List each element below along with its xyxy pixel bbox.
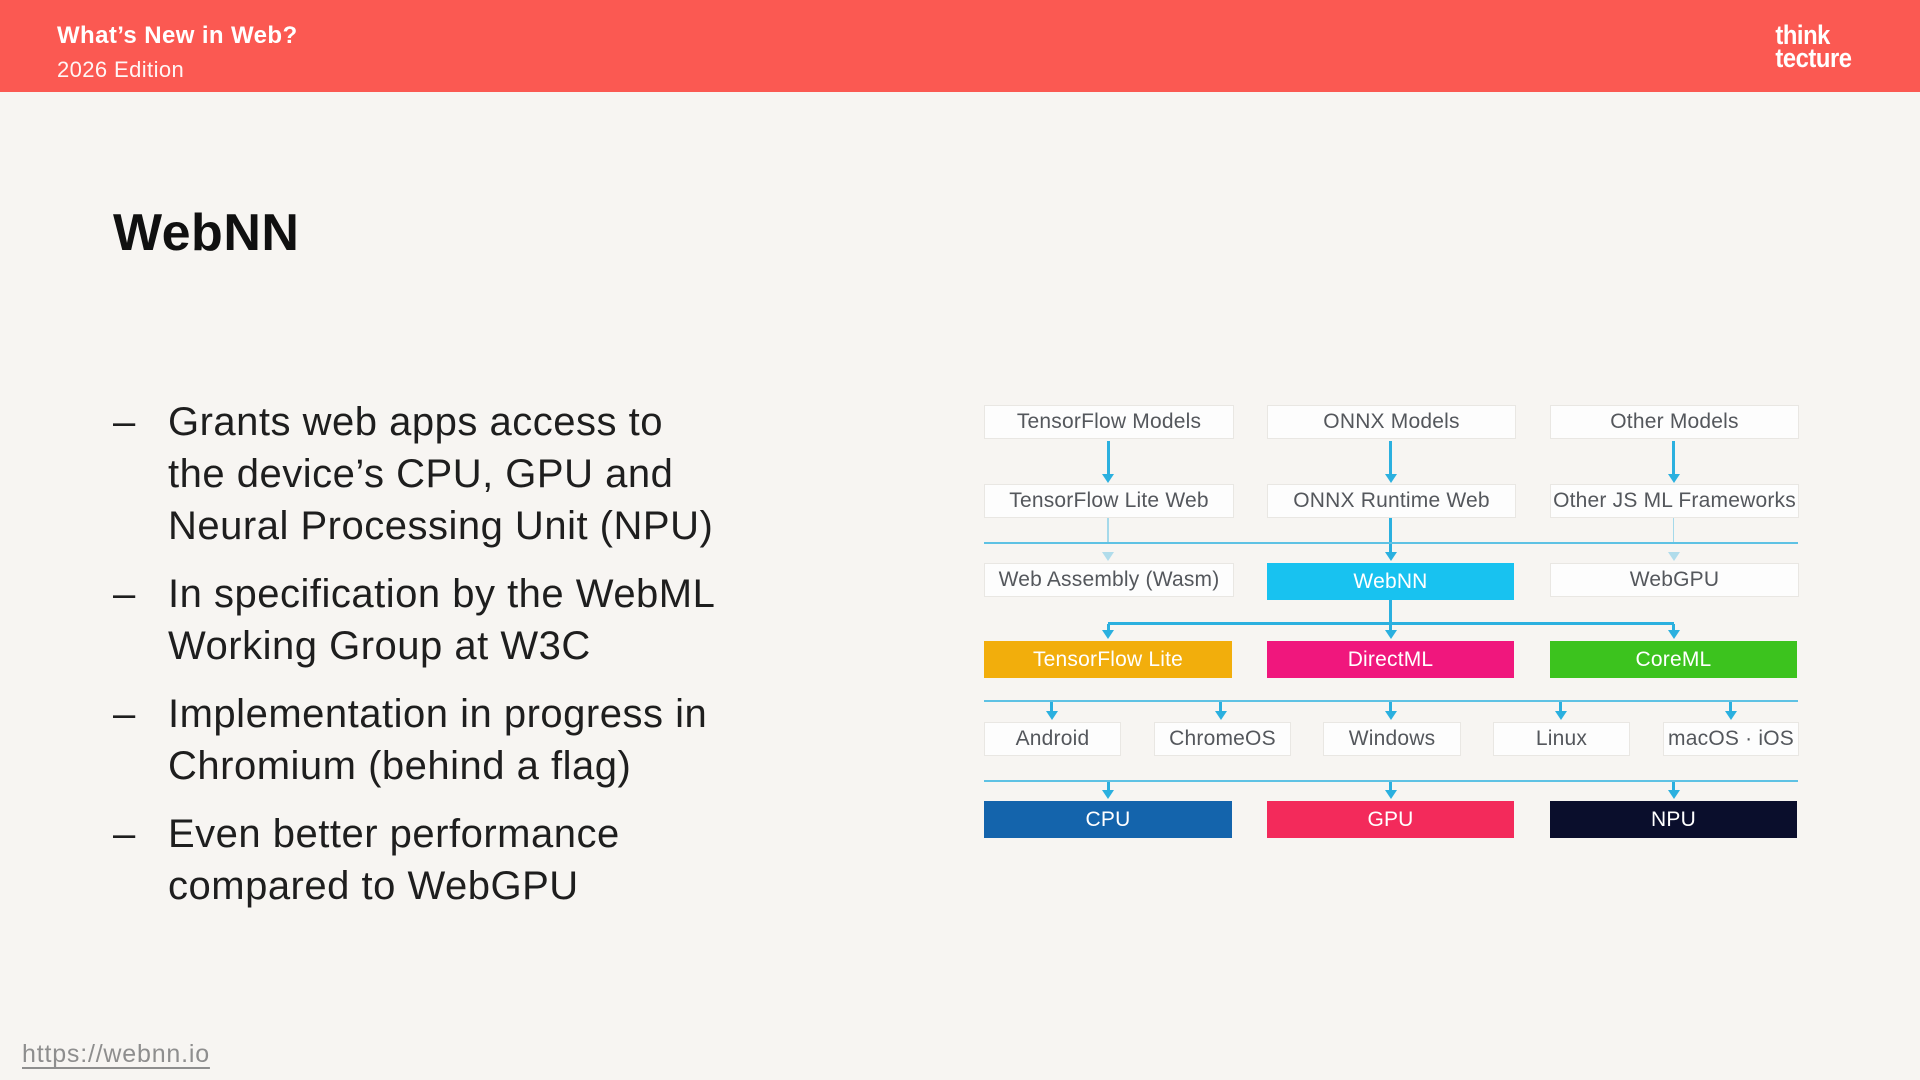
page-title: WebNN	[113, 203, 300, 262]
arrow-head-icon	[1667, 474, 1680, 483]
arrow-head-icon	[1384, 711, 1397, 720]
connector-line	[1389, 441, 1392, 475]
connector-line	[1106, 782, 1110, 792]
connector-rail	[984, 780, 1798, 782]
diagram-node-tensorflow-models: TensorFlow Models	[984, 405, 1234, 439]
deck-title: What’s New in Web?	[57, 22, 298, 49]
diagram-node-onnx-models: ONNX Models	[1267, 405, 1516, 439]
connector-rail	[1108, 622, 1674, 625]
connector-line	[1050, 702, 1053, 713]
diagram-node-webnn: WebNN	[1267, 563, 1514, 600]
arrow-head-icon	[1102, 474, 1114, 483]
diagram-node-other-models: Other Models	[1550, 405, 1799, 439]
connector-line	[1389, 518, 1392, 542]
arrow-head-icon	[1667, 790, 1680, 799]
diagram-node-onnx-runtime-web: ONNX Runtime Web	[1267, 484, 1516, 518]
diagram-node-webgpu: WebGPU	[1550, 563, 1799, 597]
connector-line	[1672, 624, 1675, 633]
connector-line	[1729, 702, 1732, 713]
list-item: – In specification by the WebML Working …	[113, 568, 933, 672]
connector-line	[1107, 518, 1109, 542]
arrow-head-icon	[1045, 711, 1058, 720]
arrow-head-icon	[1214, 711, 1227, 720]
diagram-node-cpu: CPU	[984, 801, 1232, 838]
diagram-node-directml: DirectML	[1267, 641, 1514, 678]
bullet-text: In specification by the WebML Working Gr…	[168, 572, 716, 668]
connector-line	[1389, 782, 1392, 792]
bullet-text: Implementation in progress in Chromium (…	[168, 692, 708, 788]
arrow-head-icon	[1102, 790, 1114, 799]
bullet-dash: –	[113, 812, 136, 856]
arrow-head-icon	[1384, 630, 1397, 639]
arrow-head-icon	[1102, 552, 1114, 561]
bullet-text: Even better performance compared to WebG…	[168, 812, 620, 908]
connector-line	[1389, 544, 1392, 554]
diagram-node-gpu: GPU	[1267, 801, 1514, 838]
connector-line	[1389, 600, 1392, 622]
bullet-dash: –	[113, 692, 136, 736]
connector-line	[1106, 624, 1110, 633]
arrow-head-icon	[1667, 552, 1680, 561]
bullet-text: Grants web apps access to the device’s C…	[168, 400, 714, 548]
connector-rail	[984, 542, 1798, 544]
arrow-head-icon	[1102, 630, 1114, 639]
header-bar: What’s New in Web? 2026 Edition think te…	[0, 0, 1920, 92]
deck-subtitle: 2026 Edition	[57, 57, 185, 82]
diagram-node-tensorflow-lite: TensorFlow Lite	[984, 641, 1232, 678]
connector-rail	[984, 700, 1798, 702]
connector-line	[1672, 441, 1675, 475]
diagram-node-coreml: CoreML	[1550, 641, 1797, 678]
logo-line-2: tecture	[1775, 43, 1853, 73]
connector-line	[1672, 782, 1675, 792]
logo-line-1: think	[1775, 20, 1831, 50]
diagram-node-android: Android	[984, 722, 1121, 756]
webnn-architecture-diagram: TensorFlow Models ONNX Models Other Models…	[984, 405, 1799, 838]
diagram-node-windows: Windows	[1323, 722, 1461, 756]
bullet-dash: –	[113, 572, 136, 616]
arrow-head-icon	[1554, 711, 1567, 720]
arrow-head-icon	[1384, 552, 1397, 561]
connector-line	[1219, 702, 1222, 713]
list-item: – Even better performance compared to We…	[113, 808, 933, 912]
arrow-head-icon	[1384, 790, 1397, 799]
arrow-head-icon	[1724, 711, 1737, 720]
connector-line	[1672, 518, 1675, 542]
diagram-node-web-assembly-wasm: Web Assembly (Wasm)	[984, 563, 1234, 597]
footer-link[interactable]: https://webnn.io	[22, 1040, 210, 1068]
list-item: – Implementation in progress in Chromium…	[113, 688, 933, 792]
connector-line	[1559, 702, 1562, 713]
diagram-node-chromeos: ChromeOS	[1154, 722, 1291, 756]
bullet-dash: –	[113, 400, 136, 444]
connector-line	[1106, 441, 1110, 475]
diagram-node-other-js-ml-frameworks: Other JS ML Frameworks	[1550, 484, 1799, 518]
diagram-node-linux: Linux	[1493, 722, 1630, 756]
arrow-head-icon	[1667, 630, 1680, 639]
arrow-head-icon	[1384, 474, 1397, 483]
diagram-node-macos-ios: macOS · iOS	[1663, 722, 1799, 756]
bullet-list: – Grants web apps access to the device’s…	[113, 396, 933, 928]
connector-line	[1389, 624, 1392, 633]
header-text: What’s New in Web? 2026 Edition	[57, 22, 298, 83]
diagram-node-npu: NPU	[1550, 801, 1797, 838]
diagram-node-tensorflow-lite-web: TensorFlow Lite Web	[984, 484, 1234, 518]
connector-line	[1389, 702, 1392, 713]
thinktecture-logo: think tecture	[1775, 20, 1853, 73]
list-item: – Grants web apps access to the device’s…	[113, 396, 933, 552]
